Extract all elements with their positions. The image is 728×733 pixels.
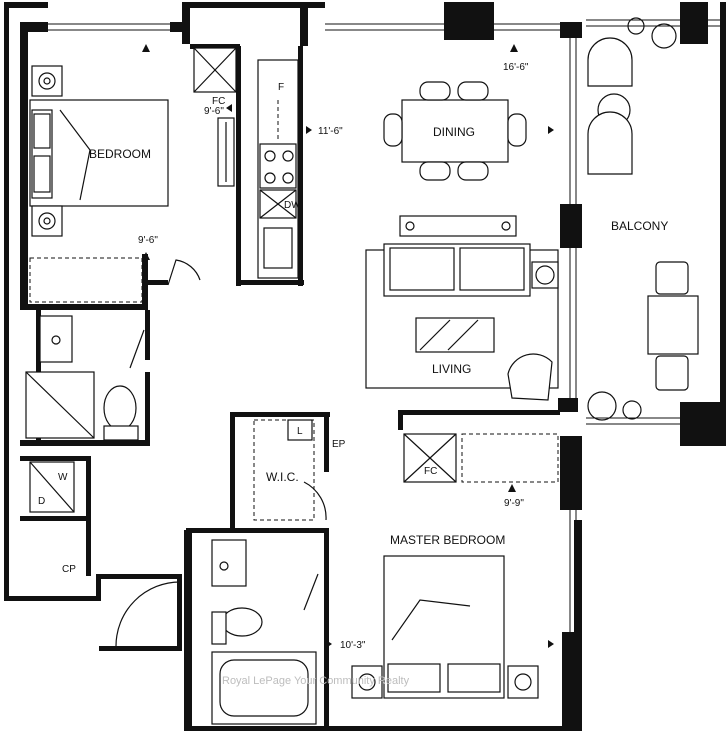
bathroom-1 xyxy=(25,315,145,441)
room-label-balcony: BALCONY xyxy=(611,219,668,233)
room-label-bedroom: BEDROOM xyxy=(89,147,151,161)
fc-closet-master xyxy=(403,433,559,483)
dimension-arrows xyxy=(142,44,554,648)
watermark-text: Royal LePage Your Community Realty xyxy=(222,675,410,687)
master-furniture xyxy=(351,555,539,699)
dimension-master-length: 10'-3" xyxy=(340,640,366,651)
room-label-master-bedroom: MASTER BEDROOM xyxy=(390,533,505,547)
bedroom-furniture xyxy=(29,65,235,303)
fixture-label-fc-top: FC xyxy=(212,96,225,107)
fixture-label-washer: W xyxy=(58,472,68,483)
laundry xyxy=(29,461,75,513)
room-label-wic: W.I.C. xyxy=(266,470,299,484)
dimension-bedroom-length: 9'-6" xyxy=(138,235,158,246)
room-label-living: LIVING xyxy=(432,362,471,376)
fc-closet-top xyxy=(193,47,237,93)
walk-in-closet xyxy=(253,419,327,521)
fixture-label-linen: L xyxy=(297,426,303,437)
living-furniture xyxy=(365,215,559,401)
dimension-master-width: 9'-9" xyxy=(504,498,524,509)
balcony-furniture xyxy=(587,17,699,421)
exterior-walls xyxy=(4,2,726,731)
fixture-label-ep: EP xyxy=(332,439,346,450)
entry-door xyxy=(115,581,181,647)
fixture-label-dishwasher: DW xyxy=(284,200,301,211)
kitchen-counter xyxy=(257,59,299,279)
bathroom-2 xyxy=(211,539,319,725)
fixture-label-dryer: D xyxy=(38,496,45,507)
room-label-dining: DINING xyxy=(433,125,475,139)
dining-table xyxy=(383,81,527,181)
fixture-label-cp: CP xyxy=(62,564,76,575)
dimension-living-dining: 16'-6" xyxy=(503,62,529,73)
dimension-bedroom-width: 9'-6" xyxy=(204,106,224,117)
fixture-label-fridge: F xyxy=(278,82,284,93)
dimension-kitchen: 11'-6" xyxy=(318,126,343,137)
fixture-label-fc-master: FC xyxy=(424,466,437,477)
